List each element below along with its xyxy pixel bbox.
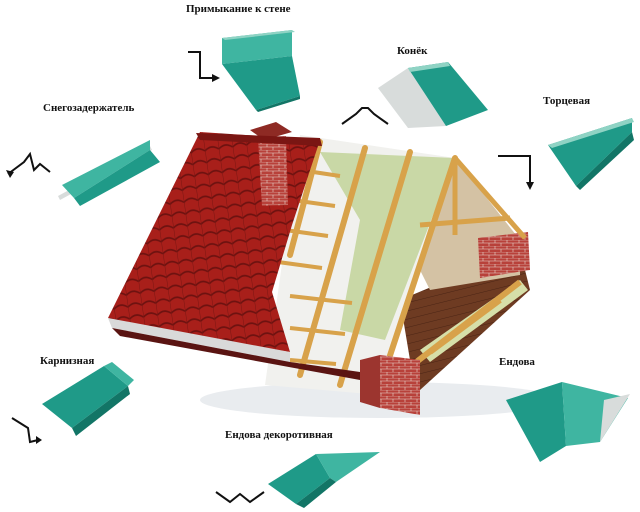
snow-guard-part <box>6 140 160 206</box>
decorative-valley-profile-icon <box>215 491 265 504</box>
front-brick-wall <box>380 355 420 415</box>
ridge-profile-icon <box>341 107 389 125</box>
label-decorative-valley: Ендова декоротивная <box>225 429 333 441</box>
label-snow-guard: Снегозадержатель <box>43 102 135 114</box>
chimney <box>258 136 288 206</box>
eaves-lip <box>72 386 130 436</box>
valley-left-wing <box>506 382 566 462</box>
wall-junction-profile-icon <box>188 51 214 79</box>
wall-junction-flange <box>222 56 300 110</box>
gable-end-side <box>576 132 634 190</box>
ridge-front-flange <box>408 62 488 126</box>
gable-truss <box>419 156 527 240</box>
insulation-layer <box>320 152 455 340</box>
corner-brick-wall <box>360 355 380 408</box>
label-wall-junction: Примыкание к стене <box>186 3 291 15</box>
ridge-part <box>341 62 488 128</box>
eave-shadow <box>112 328 360 380</box>
gable-brick-wall <box>478 232 530 278</box>
ridge-cap <box>196 133 322 146</box>
eaves-top <box>42 366 128 428</box>
eave-edge <box>108 318 290 362</box>
label-valley: Ендова <box>499 356 535 368</box>
decorative-valley-right <box>316 452 380 482</box>
label-eaves: Карнизная <box>40 355 95 367</box>
snow-guard-upright <box>62 140 150 198</box>
label-gable-end: Торцевая <box>543 95 591 107</box>
valley-part <box>506 382 630 462</box>
label-ridge: Конёк <box>397 45 428 57</box>
gable-end-part <box>498 118 634 190</box>
wall-junction-part <box>188 30 300 112</box>
house-illustration <box>108 122 560 418</box>
decorative-valley-part <box>215 452 380 508</box>
ridge-back-flange <box>378 68 446 128</box>
rafters <box>287 139 458 395</box>
eaves-profile-icon <box>11 417 39 444</box>
eaves-part <box>11 362 134 444</box>
gable-end-top <box>548 118 632 186</box>
wall-junction-upright <box>222 30 292 64</box>
chimney-cap <box>250 122 292 140</box>
snow-guard-flange <box>74 150 160 206</box>
decorative-valley-left <box>268 454 330 504</box>
snow-guard-profile-icon <box>7 151 51 175</box>
valley-right-wing <box>562 382 628 446</box>
gable-end-profile-icon <box>498 155 531 184</box>
